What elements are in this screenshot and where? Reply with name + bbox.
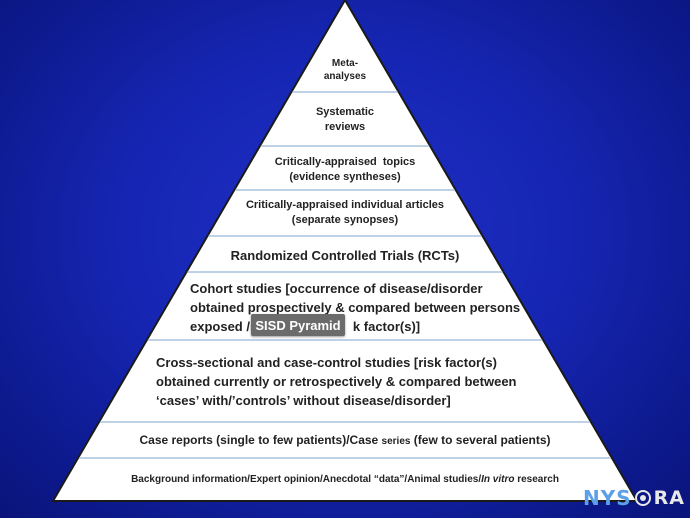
- nysora-logo: NYS RA: [583, 486, 685, 510]
- level-text: Randomized Controlled Trials (RCTs): [230, 247, 460, 263]
- level-case-reports: Case reports (single to few patients)/Ca…: [0, 424, 690, 456]
- level-text: analyses: [323, 71, 367, 82]
- level-text: Critically-appraised individual articles: [245, 199, 445, 211]
- level-text: Background information/Expert opinion/An…: [131, 474, 559, 485]
- level-text: Critically-appraised topics: [274, 156, 416, 168]
- level-background-information: Background information/Expert opinion/An…: [0, 462, 690, 496]
- level-text: Cohort studies [occurrence of disease/di…: [190, 280, 483, 296]
- level-text: (separate synopses): [291, 214, 399, 226]
- level-text: Cross-sectional and case-control studies…: [156, 354, 497, 370]
- level-rcts: Randomized Controlled Trials (RCTs): [0, 238, 690, 272]
- level-text: ‘cases’ with/’controls’ without disease/…: [156, 392, 451, 408]
- tooltip-sisd-pyramid: SISD Pyramid: [251, 314, 345, 336]
- level-text: (evidence syntheses): [289, 171, 401, 183]
- level-text: k factor(s)]: [352, 318, 421, 334]
- pyramid-outline: [51, 0, 639, 502]
- level-text: Meta-: [331, 58, 359, 69]
- level-text: Case reports (single to few patients)/Ca…: [139, 433, 550, 447]
- level-text-part: (few to several patients): [410, 433, 551, 447]
- level-text: Systematic: [315, 106, 375, 118]
- level-cohort-studies: Cohort studies [occurrence of disease/di…: [0, 276, 690, 338]
- level-text-part: Case reports (single to few patients)/Ca…: [139, 433, 382, 447]
- level-cross-sectional-case-control: Cross-sectional and case-control studies…: [0, 342, 690, 420]
- logo-circle-icon: [634, 490, 651, 506]
- level-text: obtained prospectively & compared betwee…: [190, 299, 521, 315]
- logo-text: NYS: [583, 486, 632, 510]
- level-meta-analyses: Meta- analyses: [0, 52, 690, 88]
- level-text-part: research: [514, 473, 559, 485]
- level-text-part: series: [381, 436, 411, 447]
- level-text-part: Background information/Expert opinion/An…: [131, 473, 482, 485]
- level-text: reviews: [324, 121, 366, 133]
- level-text: exposed /n k factor(s)]: [190, 317, 520, 336]
- logo-text: RA: [653, 487, 685, 509]
- level-critically-appraised-articles: Critically-appraised individual articles…: [0, 192, 690, 234]
- level-systematic-reviews: Systematic reviews: [0, 98, 690, 142]
- level-critically-appraised-topics: Critically-appraised topics (evidence sy…: [0, 151, 690, 189]
- level-text: obtained currently or retrospectively & …: [156, 373, 517, 389]
- level-text-part: In vitro: [481, 473, 515, 485]
- level-text: exposed /n: [190, 318, 258, 334]
